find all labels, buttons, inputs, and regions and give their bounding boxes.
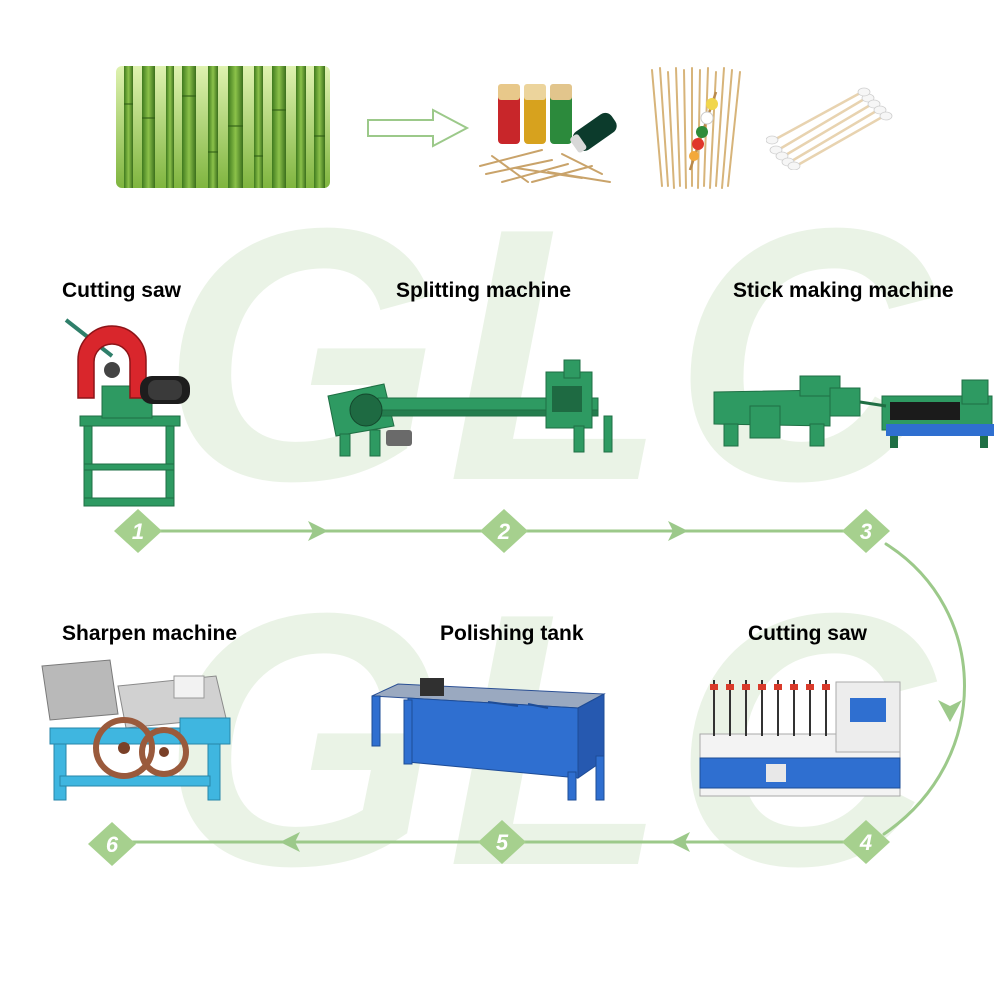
sharpen-machine-image	[41, 659, 231, 801]
step-5-title: Polishing tank	[440, 622, 584, 645]
step-4-title: Cutting saw	[748, 622, 867, 645]
stick-making-machine-image	[713, 375, 994, 448]
flow-curve-3-4	[882, 542, 966, 836]
step-badge-2	[480, 509, 528, 553]
cotton-swabs-image	[766, 87, 893, 170]
flow-arrowhead-5	[280, 832, 300, 852]
splitting-machine-image	[327, 359, 613, 457]
result-arrow-icon	[367, 108, 470, 148]
step-badge-6	[88, 822, 136, 866]
step-2-title: Splitting machine	[396, 279, 572, 302]
cutting-saw-machine-image	[64, 318, 190, 507]
bbq-skewers-image	[651, 67, 741, 189]
step-3-title: Stick making machine	[733, 279, 954, 302]
step-number-6: 6	[106, 832, 119, 857]
flow-arrowhead-2	[668, 521, 688, 541]
step-number-1: 1	[132, 519, 144, 544]
step-badge-5	[478, 820, 526, 864]
step-badge-3	[842, 509, 890, 553]
step-number-5: 5	[496, 830, 509, 855]
step-6-title: Sharpen machine	[62, 622, 238, 645]
step-number-2: 2	[497, 519, 511, 544]
step-badge-1	[114, 509, 162, 553]
cutting-saw-row-machine-image	[699, 680, 901, 797]
flow-arrowhead-1	[308, 521, 328, 541]
flow-arrowhead-3	[938, 700, 962, 722]
step-badge-4	[842, 820, 890, 864]
step-number-3: 3	[860, 519, 872, 544]
toothpick-jars-image	[479, 84, 617, 183]
flow-arrowhead-4	[670, 832, 690, 852]
step-1-title: Cutting saw	[62, 279, 181, 302]
polishing-tank-image	[371, 678, 606, 801]
step-number-4: 4	[859, 830, 872, 855]
bamboo-forest-image	[116, 66, 330, 188]
